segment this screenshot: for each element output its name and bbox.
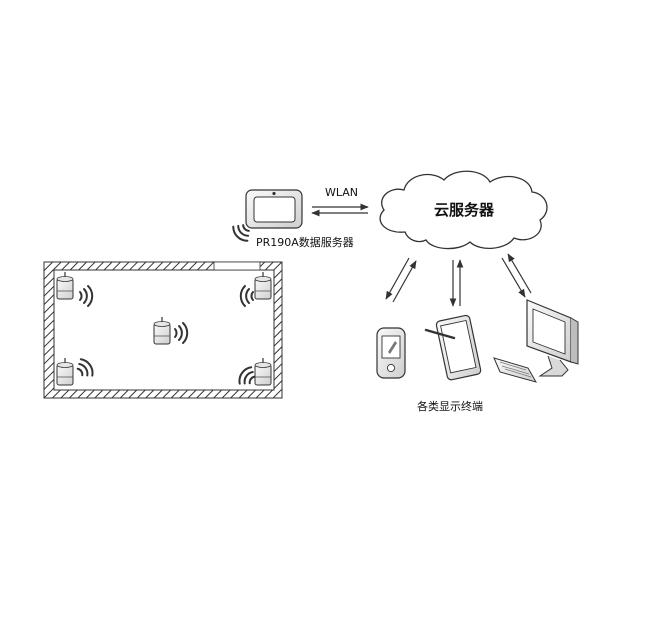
sensor-icon <box>254 272 272 300</box>
sensor-icon <box>254 358 272 386</box>
data-server-label: PR190A数据服务器 <box>256 236 354 249</box>
sensor-icon <box>153 317 171 345</box>
keyboard-icon <box>493 357 538 383</box>
cloud-icon <box>379 170 548 250</box>
tablet-icon <box>424 314 482 381</box>
signal-icon <box>238 366 256 385</box>
cloud-server-label: 云服务器 <box>434 201 495 219</box>
cloud-terminal-arrows <box>385 253 532 307</box>
signal-waves <box>76 224 256 385</box>
wlan-label: WLAN <box>325 186 359 199</box>
signal-icon <box>79 285 94 307</box>
signal-icon <box>232 224 250 242</box>
signal-icon <box>174 322 189 344</box>
data-server-icon <box>245 189 303 229</box>
signal-icon <box>239 285 254 307</box>
room-door <box>213 261 261 271</box>
desktop-computer-icon <box>493 299 579 383</box>
room <box>43 261 283 399</box>
signal-icon <box>76 358 94 377</box>
sensor-icon <box>56 358 74 386</box>
sensor-icon <box>56 272 74 300</box>
stylus-icon <box>424 328 456 340</box>
display-terminals-label: 各类显示终端 <box>417 400 483 413</box>
phone-icon <box>376 327 406 379</box>
